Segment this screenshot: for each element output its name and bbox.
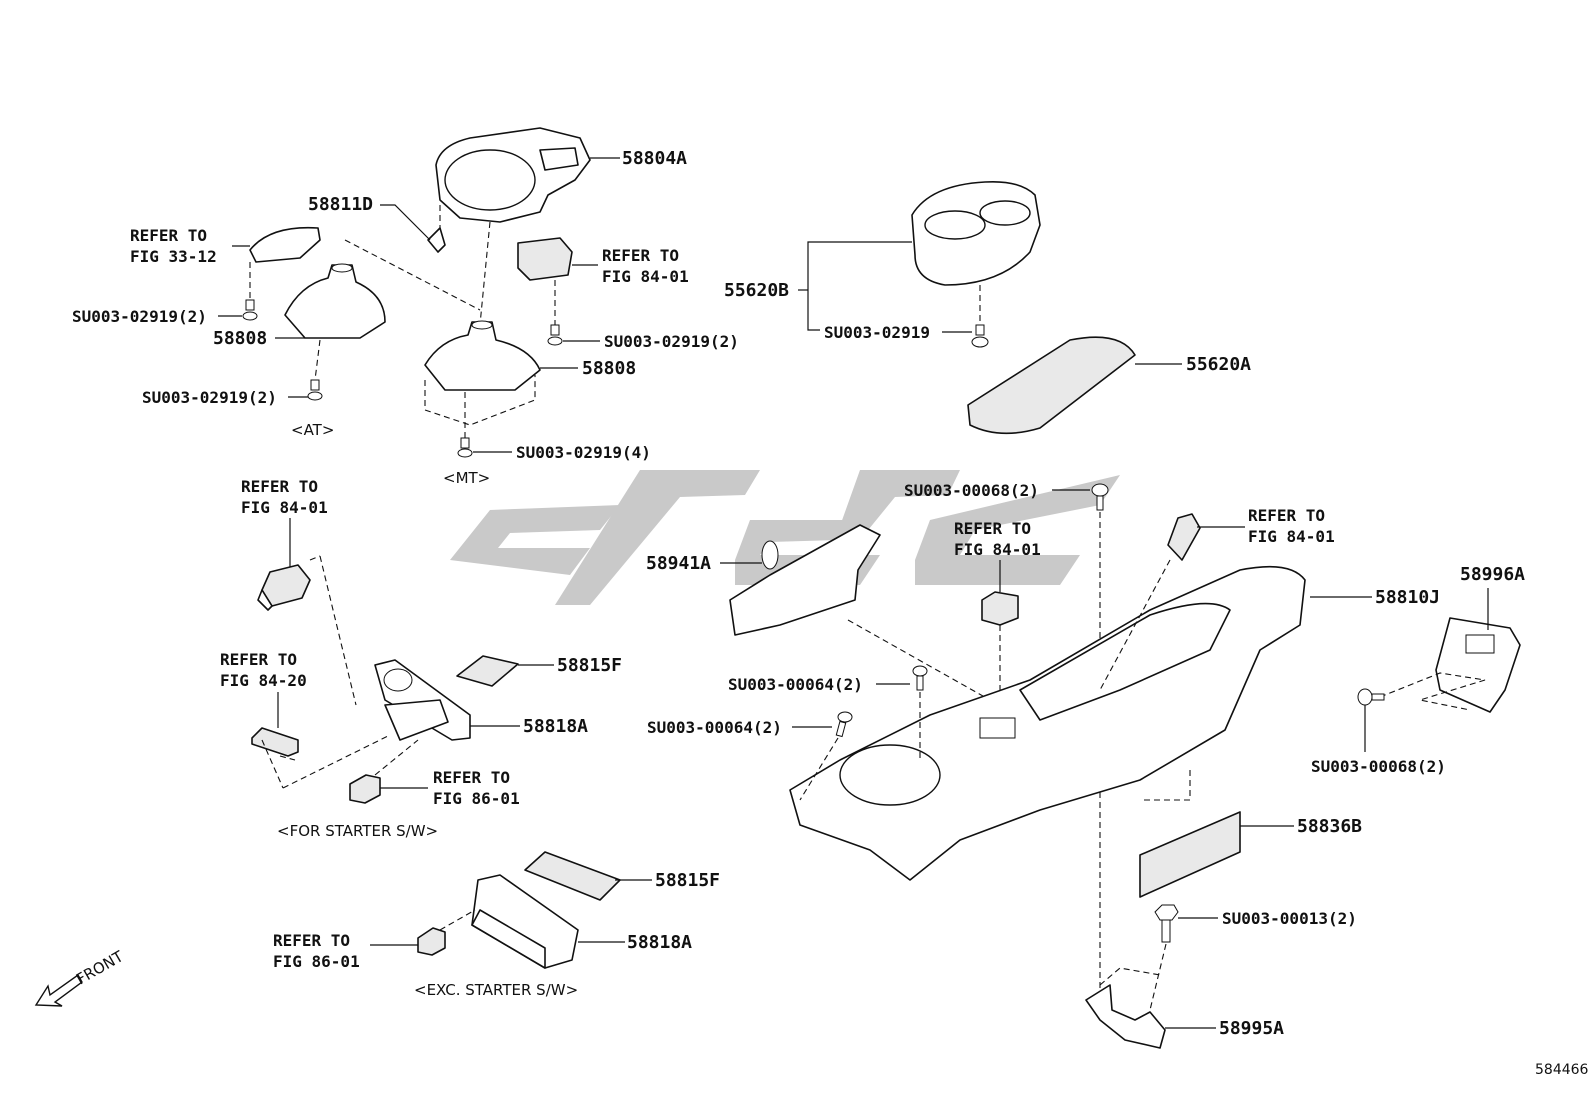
part-switch-84-01-mid bbox=[981, 591, 1019, 626]
ref-86-01-a-line2: FIG 86-01 bbox=[433, 789, 520, 808]
part-ignition-knob bbox=[257, 564, 311, 611]
label-58818A-a: 58818A bbox=[523, 716, 588, 737]
part-58836B-pad bbox=[1139, 811, 1241, 898]
screw-icon bbox=[1091, 483, 1109, 511]
part-58810J-console bbox=[789, 565, 1306, 881]
part-shift-lever-84-01 bbox=[1167, 513, 1201, 561]
diagram-id: 584466 bbox=[1535, 1062, 1589, 1078]
ref-84-01-top-line2: FIG 84-01 bbox=[602, 267, 689, 286]
mt-caption: <MT> bbox=[443, 469, 490, 487]
front-label: FRONT bbox=[73, 947, 127, 989]
label-58996A: 58996A bbox=[1460, 564, 1525, 585]
bolt-icon bbox=[1154, 904, 1179, 943]
part-58808-mt-boot bbox=[424, 320, 541, 391]
part-58941A-boot bbox=[729, 524, 881, 636]
ref-84-01-top-line1: REFER TO bbox=[602, 246, 679, 265]
ref-84-01-right-line1: REFER TO bbox=[1248, 506, 1325, 525]
label-58818A-b: 58818A bbox=[627, 932, 692, 953]
exc-caption: <EXC. STARTER S/W> bbox=[414, 981, 578, 999]
ref-84-01-mid-line1: REFER TO bbox=[954, 519, 1031, 538]
part-58818A-tray bbox=[471, 874, 579, 969]
label-58811D: 58811D bbox=[308, 194, 373, 215]
label-58808-mt: 58808 bbox=[582, 358, 636, 379]
ref-84-20-line1: REFER TO bbox=[220, 650, 297, 669]
part-58995A-bracket bbox=[1085, 984, 1166, 1049]
front-arrow-icon bbox=[34, 973, 83, 1007]
label-58836B: 58836B bbox=[1297, 816, 1362, 837]
ref-84-01-mid-line2: FIG 84-01 bbox=[954, 540, 1041, 559]
part-58818A-bracket-a bbox=[374, 659, 471, 741]
su-at-upper: SU003-02919(2) bbox=[72, 307, 207, 326]
part-58804A-ring bbox=[435, 127, 591, 223]
ref-33-12-line1: REFER TO bbox=[130, 226, 207, 245]
part-connector-86-01-a bbox=[349, 774, 381, 804]
part-58996A-bracket bbox=[1435, 617, 1521, 713]
su-00068-right: SU003-00068(2) bbox=[1311, 757, 1446, 776]
ref-84-01-left-line1: REFER TO bbox=[241, 477, 318, 496]
ref-84-01-right-line2: FIG 84-01 bbox=[1248, 527, 1335, 546]
screw-icon bbox=[1357, 688, 1385, 706]
screw-icon bbox=[307, 379, 323, 401]
label-58941A: 58941A bbox=[646, 553, 711, 574]
screw-icon bbox=[547, 324, 563, 346]
part-key-cylinder bbox=[251, 727, 299, 757]
label-58810J: 58810J bbox=[1375, 587, 1440, 608]
su-mt-right: SU003-02919(2) bbox=[604, 332, 739, 351]
part-trim-33-12 bbox=[249, 226, 321, 263]
part-55620B-cupholder bbox=[911, 180, 1041, 286]
part-58808-at-boot bbox=[284, 263, 386, 339]
screw-icon bbox=[835, 711, 853, 738]
part-switch-84-01-top bbox=[517, 237, 573, 281]
ref-86-01-b-line1: REFER TO bbox=[273, 931, 350, 950]
screw-icon bbox=[912, 665, 928, 691]
at-caption: <AT> bbox=[291, 421, 334, 439]
label-58804A: 58804A bbox=[622, 148, 687, 169]
label-58808-at: 58808 bbox=[213, 328, 267, 349]
su-00064-a: SU003-00064(2) bbox=[728, 675, 863, 694]
label-55620B: 55620B bbox=[724, 280, 789, 301]
part-58811D-clip bbox=[427, 227, 446, 253]
starter-caption: <FOR STARTER S/W> bbox=[277, 822, 438, 840]
su-00068-top: SU003-00068(2) bbox=[904, 481, 1039, 500]
part-55620A-mat bbox=[967, 336, 1136, 435]
screw-icon bbox=[242, 299, 258, 321]
part-58815F-pad-a bbox=[456, 655, 519, 687]
label-58815F-b: 58815F bbox=[655, 870, 720, 891]
ref-86-01-a-line1: REFER TO bbox=[433, 768, 510, 787]
ref-86-01-b-line2: FIG 86-01 bbox=[273, 952, 360, 971]
su-00013: SU003-00013(2) bbox=[1222, 909, 1357, 928]
screw-icon bbox=[457, 437, 473, 458]
su-00064-b: SU003-00064(2) bbox=[647, 718, 782, 737]
ref-84-01-left-line2: FIG 84-01 bbox=[241, 498, 328, 517]
su-at-lower: SU003-02919(2) bbox=[142, 388, 277, 407]
screw-icon bbox=[971, 324, 989, 348]
su-mt-lower: SU003-02919(4) bbox=[516, 443, 651, 462]
ref-84-20-line2: FIG 84-20 bbox=[220, 671, 307, 690]
label-58995A: 58995A bbox=[1219, 1018, 1284, 1039]
label-58815F-a: 58815F bbox=[557, 655, 622, 676]
su-55620: SU003-02919 bbox=[824, 323, 930, 342]
ref-33-12-line2: FIG 33-12 bbox=[130, 247, 217, 266]
label-55620A: 55620A bbox=[1186, 354, 1251, 375]
part-connector-86-01-b bbox=[417, 927, 446, 956]
part-58815F-pad-b bbox=[524, 851, 621, 901]
